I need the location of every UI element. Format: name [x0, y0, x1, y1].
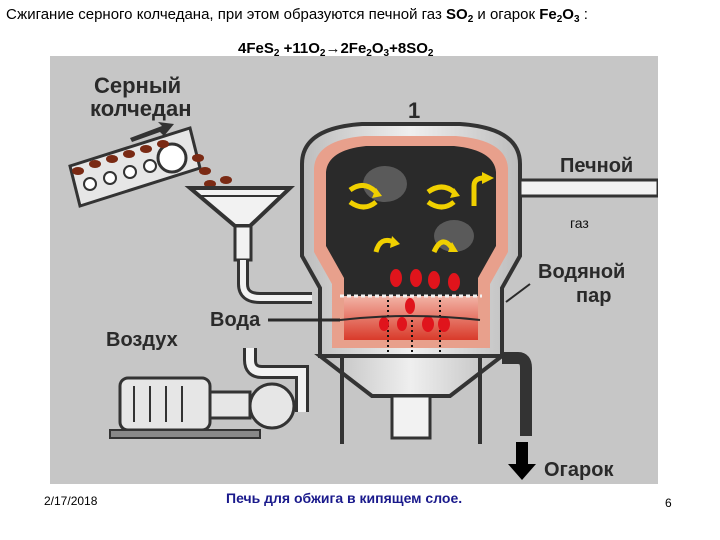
- label-pyrite-line2: колчедан: [90, 96, 192, 121]
- bed-dotted-lines: [387, 300, 441, 356]
- label-number-1: 1: [408, 98, 420, 123]
- figure-caption: Печь для обжига в кипящем слое.: [226, 490, 463, 506]
- conveyor-belt: [68, 122, 202, 208]
- cooling-coil: [339, 315, 481, 321]
- hopper-funnel: [184, 186, 312, 304]
- cinder-discharge-pipe: [502, 352, 532, 436]
- label-pyrite-line1: Серный: [94, 73, 181, 98]
- gas-flow-arrowheads: [372, 172, 494, 252]
- label-water: Вода: [210, 309, 261, 331]
- gas-flow-arrows: [348, 175, 485, 254]
- page-number: 6: [665, 496, 672, 510]
- cinder-arrow-icon: [508, 442, 536, 480]
- pyrite-grains: [72, 140, 232, 188]
- furnace-body: [300, 122, 522, 358]
- slide-date: 2/17/2018: [44, 494, 98, 508]
- furnace-cone-bottom: [314, 354, 508, 444]
- label-furnace-gas-line1: Печной: [560, 155, 633, 177]
- label-air: Воздух: [106, 329, 178, 351]
- label-steam-line2: пар: [576, 285, 611, 307]
- air-bubbles: [379, 269, 460, 332]
- furnace-diagram: Серный колчедан 1: [50, 56, 658, 484]
- reaction-equation: 4FeS2 +11O2→2Fe2O3+8SO2: [238, 40, 434, 59]
- slide-title: Сжигание серного колчедана, при этом обр…: [6, 6, 588, 25]
- steam-pointer: [505, 283, 531, 303]
- label-furnace-gas-line2: газ: [570, 215, 589, 231]
- gas-outlet-pipe: [518, 178, 658, 198]
- air-blower: [109, 348, 309, 439]
- label-cinder: Огарок: [544, 459, 614, 481]
- label-steam-line1: Водяной: [538, 261, 625, 283]
